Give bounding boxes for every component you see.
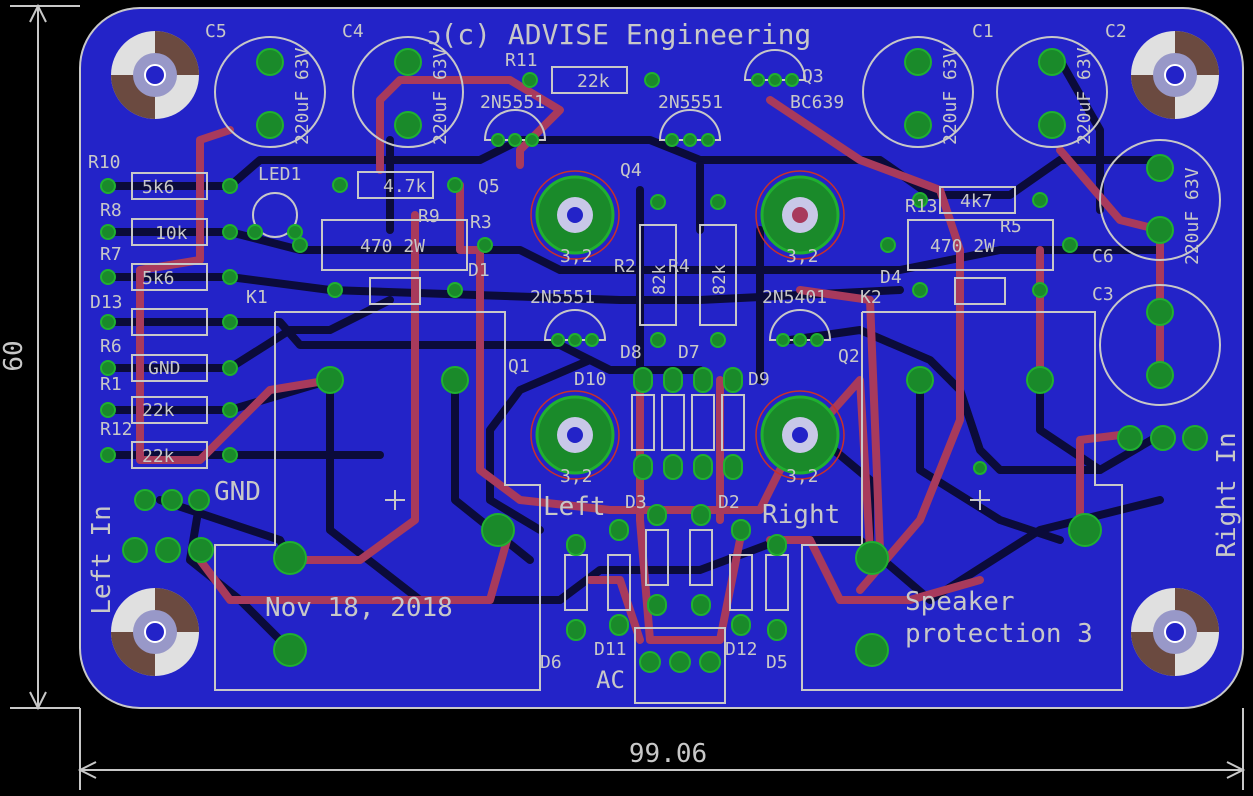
bridge-pads (566, 367, 787, 641)
left-in-label: Left In (87, 505, 117, 615)
title-line2: protection 3 (905, 619, 1093, 649)
r4-ref: R4 (668, 256, 690, 277)
r3-ref: R3 (470, 212, 492, 233)
c6-value: 220uF 63V (1182, 167, 1203, 265)
d10-label: D10 (574, 369, 607, 390)
q3-type: BC639 (790, 92, 844, 113)
terminal-label-2: 3,2 (786, 246, 819, 267)
r4-value: 82k (710, 264, 730, 295)
k1-label: K1 (246, 287, 268, 308)
dimension-width: 99.06 (629, 739, 707, 769)
d4-label: D4 (880, 267, 902, 288)
q2-ref: Q2 (838, 346, 860, 367)
r2-value: 82k (650, 264, 670, 295)
d13-label: D13 (90, 292, 123, 313)
right-in-label: Right In (1212, 432, 1242, 557)
q5-ref: Q5 (478, 176, 500, 197)
c1-value: 220uF 63V (940, 47, 961, 145)
pads (100, 48, 1208, 673)
q5-type: 2N5551 (480, 92, 545, 113)
c5-value: 220uF 63V (292, 47, 313, 145)
q4-type: 2N5551 (658, 92, 723, 113)
board-outline (79, 7, 1244, 709)
r12-ref: R12 (100, 419, 133, 440)
ac-label: AC (596, 666, 625, 694)
q3-ref: Q3 (802, 66, 824, 87)
r7-value: 5k6 (142, 268, 175, 289)
r9-ref: R9 (418, 206, 440, 227)
mounting-holes (111, 31, 1219, 676)
c5-ref: C5 (205, 21, 227, 42)
terminal-label-3: 3,2 (560, 466, 593, 487)
d3-label: D3 (625, 492, 647, 513)
d1-label: D1 (468, 260, 490, 281)
q2-type: 2N5401 (762, 287, 827, 308)
d8-label: D8 (620, 342, 642, 363)
r11-ref: R11 (505, 50, 538, 71)
c4-value: 220uF 63V (430, 47, 451, 145)
q1-ref: Q1 (508, 356, 530, 377)
c3-ref: C3 (1092, 284, 1114, 305)
title-line1: Speaker (905, 587, 1015, 617)
r8-ref: R8 (100, 200, 122, 221)
r13-ref: R13 (905, 196, 938, 217)
k2-label: K2 (860, 287, 882, 308)
d7-label: D7 (678, 342, 700, 363)
r12-value: 22k (142, 446, 175, 467)
d11-label: D11 (594, 639, 627, 660)
d6-label: D6 (540, 652, 562, 673)
d2-label: D2 (718, 492, 740, 513)
q1-type: 2N5551 (530, 287, 595, 308)
d12-label: D12 (725, 639, 758, 660)
d9-label: D9 (748, 369, 770, 390)
r2-ref: R2 (614, 256, 636, 277)
gnd-label: GND (214, 477, 261, 507)
c2-ref: C2 (1105, 21, 1127, 42)
left-label: Left (543, 492, 606, 522)
r6-value: GND (148, 358, 181, 379)
c6-ref: C6 (1092, 246, 1114, 267)
r10-value: 5k6 (142, 177, 175, 198)
relay-outlines (214, 311, 1123, 691)
capacitor-outlines (214, 36, 1221, 406)
c1-ref: C1 (972, 21, 994, 42)
q4-ref: Q4 (620, 160, 642, 181)
dimension-lines (10, 3, 1246, 790)
dimension-height: 60 (0, 340, 29, 371)
r7-ref: R7 (100, 244, 122, 265)
r5-value: 470 2W (930, 236, 995, 257)
component-bodies (131, 49, 1054, 704)
copyright-text: ↄ(c) ADVISE Engineering (428, 18, 811, 51)
c2-value: 220uF 63V (1074, 47, 1095, 145)
r1-ref: R1 (100, 374, 122, 395)
r13-value: 4k7 (960, 191, 993, 212)
terminal-label-4: 3,2 (786, 466, 819, 487)
r9-value: 4.7k (383, 176, 427, 197)
speaker-terminals (530, 170, 845, 480)
r11-value: 22k (577, 71, 610, 92)
terminal-label-1: 3,2 (560, 246, 593, 267)
date-text: Nov 18, 2018 (265, 593, 453, 623)
r10-ref: R10 (88, 152, 121, 173)
r6-ref: R6 (100, 336, 122, 357)
r3-value: 470 2W (360, 236, 425, 257)
r5-ref: R5 (1000, 216, 1022, 237)
d5-label: D5 (766, 652, 788, 673)
led1-label: LED1 (258, 164, 301, 185)
c4-ref: C4 (342, 21, 364, 42)
r8-value: 10k (155, 223, 188, 244)
r1-value: 22k (142, 400, 175, 421)
right-label: Right (762, 500, 840, 530)
silk-labels: ↄ(c) ADVISE Engineering Nov 18, 2018 Spe… (87, 18, 1242, 694)
